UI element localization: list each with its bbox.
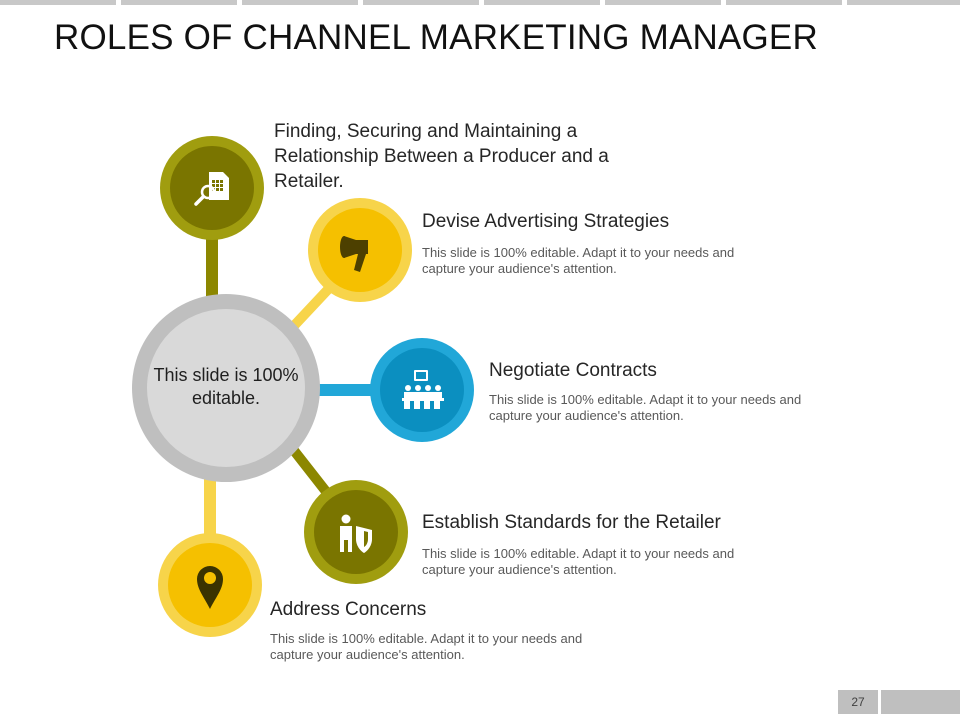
top-bar-segment	[847, 0, 960, 5]
item-desc-address-concerns: This slide is 100% editable. Adapt it to…	[270, 631, 583, 662]
top-divider-bar	[0, 0, 960, 6]
node-negotiate-contracts	[370, 338, 474, 442]
item-title-negotiate-contracts: Negotiate Contracts	[489, 360, 657, 381]
node-advertising-strategies	[308, 198, 412, 302]
search-document-icon	[194, 172, 229, 206]
person-shield-icon	[340, 514, 372, 553]
item-title-finding-relationship: Finding, Securing and Maintaining a Rela…	[274, 121, 609, 192]
top-bar-segment	[121, 0, 237, 5]
meeting-icon	[402, 370, 444, 409]
megaphone-icon	[340, 236, 368, 272]
page-number: 27	[838, 690, 878, 714]
top-bar-segment	[605, 0, 721, 5]
footer-bar	[881, 690, 960, 714]
top-bar-segment	[726, 0, 842, 5]
center-label: This slide is 100% editable.	[153, 365, 299, 408]
item-desc-advertising-strategies: This slide is 100% editable. Adapt it to…	[422, 245, 735, 276]
slide-title: ROLES OF CHANNEL MARKETING MANAGER	[54, 18, 818, 57]
node-address-concerns	[158, 533, 262, 637]
item-desc-negotiate-contracts: This slide is 100% editable. Adapt it to…	[489, 392, 802, 423]
item-title-establish-standards: Establish Standards for the Retailer	[422, 512, 721, 533]
location-pin-icon	[197, 566, 223, 609]
node-finding-relationship	[160, 136, 264, 240]
item-desc-establish-standards: This slide is 100% editable. Adapt it to…	[422, 546, 735, 577]
item-title-address-concerns: Address Concerns	[270, 599, 427, 620]
top-bar-segment	[484, 0, 600, 5]
center-circle	[132, 294, 320, 482]
top-bar-segment	[363, 0, 479, 5]
connector-line	[288, 444, 332, 498]
item-title-advertising-strategies: Devise Advertising Strategies	[422, 211, 670, 232]
top-bar-segment	[242, 0, 358, 5]
top-bar-segment	[0, 0, 116, 5]
node-establish-standards	[304, 480, 408, 584]
